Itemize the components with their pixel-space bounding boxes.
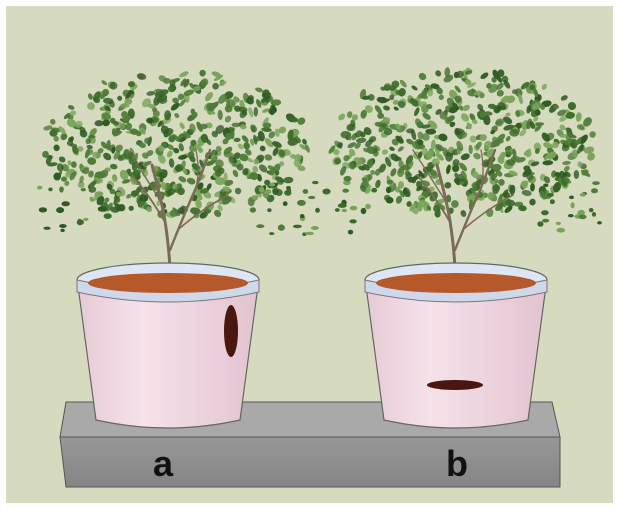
leaf [60,229,64,232]
leaf [278,224,285,230]
leaf [39,207,47,212]
leaf [283,201,288,206]
leaf [591,188,598,193]
leaf [286,188,291,194]
pot-b-soil [376,273,536,293]
leaf [592,181,600,185]
leaf [558,178,562,184]
leaf [348,230,353,235]
leaf [547,193,554,197]
leaf [334,158,341,164]
pot-a-label: a [153,443,174,484]
pot-b [365,263,547,428]
leaf [322,189,330,195]
leaf [256,224,264,228]
leaf [315,208,320,213]
leaf [568,214,574,217]
leaf [293,225,302,229]
leaf [264,189,271,194]
leaf [349,219,356,223]
leaf [306,232,314,235]
leaf [579,215,587,220]
leaf [88,135,96,139]
leaf [312,181,319,184]
pot-b-label: b [446,443,468,484]
leaf [61,201,69,206]
leaf [83,218,88,221]
leaf [387,180,393,184]
leaf [43,227,50,230]
leaf [250,207,256,212]
leaf [267,208,271,212]
leaf [269,183,275,187]
leaf [361,208,367,214]
leaf [365,204,371,210]
leaf [37,186,42,190]
leaf [259,187,264,193]
leaf [342,209,347,213]
leaf [81,188,86,192]
leaf [384,128,393,135]
leaf [300,214,305,218]
leaf [597,221,602,224]
leaf [542,219,549,223]
leaf [557,228,566,233]
leaf [104,213,112,219]
leaf [297,200,306,206]
shelf-front [60,437,560,487]
leaf [537,221,543,227]
leaf [170,79,176,87]
leaf [56,207,64,213]
pot-a [77,263,259,428]
leaf [386,197,394,204]
pot-a-hole [224,305,238,357]
leaf [90,198,95,201]
leaf [269,232,274,235]
leaf [311,226,319,230]
leaf [95,191,104,196]
leaf [580,193,586,197]
leaf [569,196,574,200]
leaf [350,206,358,211]
pot-b-body [366,286,546,428]
leaf [48,188,52,192]
leaf [59,224,67,228]
leaf [308,196,315,199]
leaf [454,128,459,136]
leaf [338,203,347,208]
leaf [342,189,349,193]
leaf [303,189,309,194]
leaf [335,208,340,212]
leaf [543,184,548,188]
leaf [541,210,549,215]
leaf [556,222,561,225]
pot-b-hole [427,380,483,390]
leaf [344,176,352,182]
leaf [571,202,575,208]
leaf [371,188,377,193]
leaf [589,208,594,212]
leaf [550,199,555,204]
leaf [77,219,84,225]
leaf [98,206,107,212]
leaf [386,187,391,194]
leaf [59,186,64,192]
pot-a-soil [88,273,248,293]
leaf [592,212,596,217]
